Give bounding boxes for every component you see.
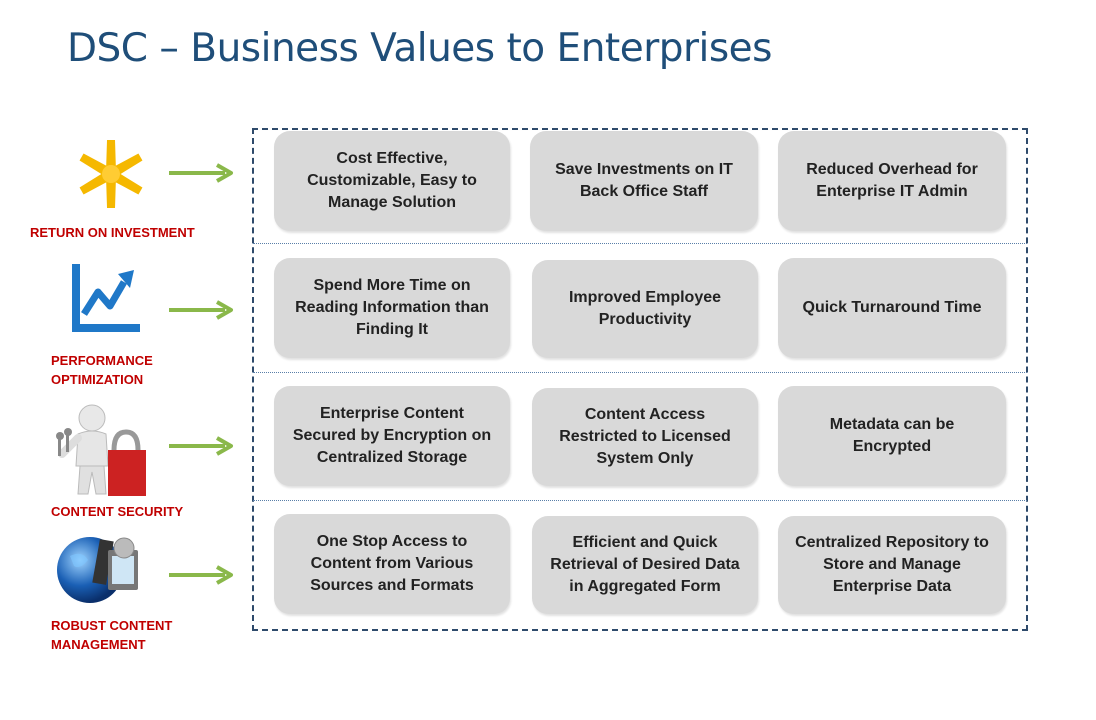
value-card: Improved Employee Productivity [532,260,758,358]
row-divider [253,243,1027,244]
value-card: One Stop Access to Content from Various … [274,514,510,614]
value-card: Enterprise Content Secured by Encryption… [274,386,510,486]
value-card: Metadata can be Encrypted [778,386,1006,486]
asterisk-star-icon [79,140,143,208]
category-label-performance: PERFORMANCE OPTIMIZATION [51,353,153,387]
arrow-right-icon [169,565,233,585]
value-card: Spend More Time on Reading Information t… [274,258,510,358]
value-card: Efficient and Quick Retrieval of Desired… [532,516,758,614]
category-label-roi: RETURN ON INVESTMENT [30,225,195,240]
globe-with-media-icon [57,537,138,603]
value-card: Save Investments on IT Back Office Staff [530,131,758,231]
category-label-security: CONTENT SECURITY [51,504,184,519]
value-card: Cost Effective, Customizable, Easy to Ma… [274,131,510,231]
value-card: Centralized Repository to Store and Mana… [778,516,1006,614]
value-card: Quick Turnaround Time [778,258,1006,358]
value-card: Reduced Overhead for Enterprise IT Admin [778,131,1006,231]
arrow-right-icon [169,300,233,320]
person-with-keys-and-lock-icon [48,402,148,500]
category-label-content-management: ROBUST CONTENT MANAGEMENT [51,618,173,652]
value-card: Content Access Restricted to Licensed Sy… [532,388,758,486]
arrow-right-icon [169,436,233,456]
arrow-right-icon [169,163,233,183]
page-title: DSC – Business Values to Enterprises [67,26,773,71]
row-divider [253,500,1027,501]
values-frame [252,128,1028,631]
row-divider [253,372,1027,373]
rising-chart-icon [72,264,140,332]
